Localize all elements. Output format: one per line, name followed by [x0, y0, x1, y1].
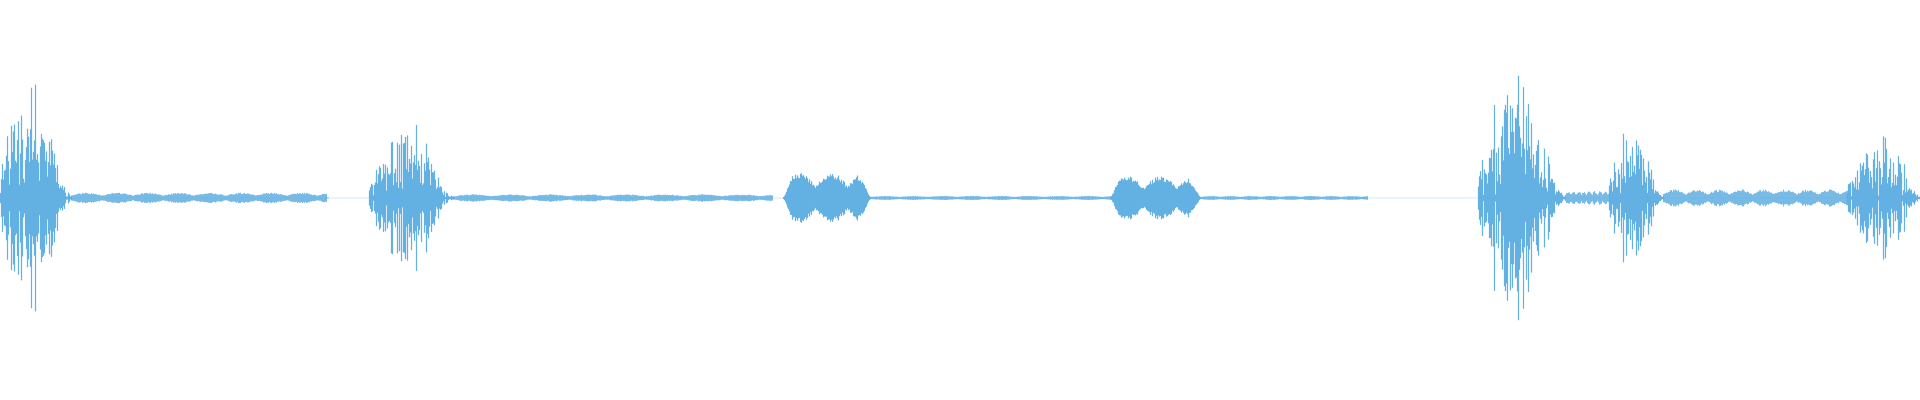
waveform-bars — [0, 75, 1920, 321]
